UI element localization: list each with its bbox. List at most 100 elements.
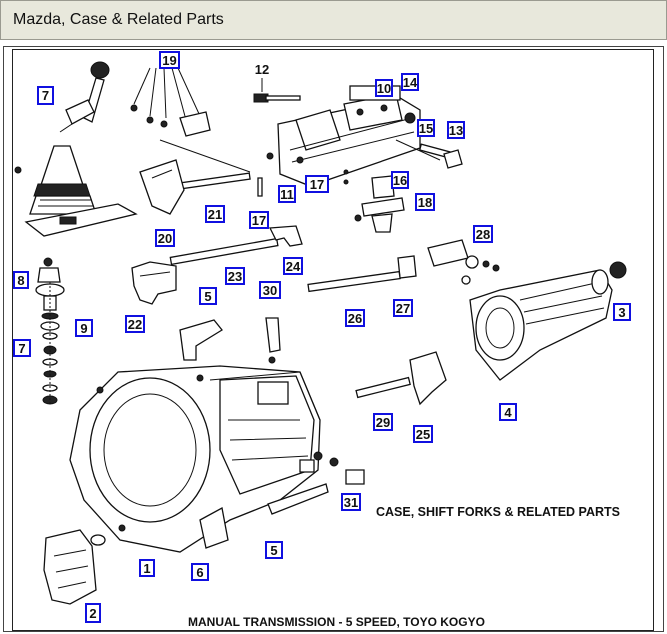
callout-17-top: 17 — [305, 175, 329, 193]
svg-text:28: 28 — [476, 227, 490, 242]
callout-19: 19 — [159, 51, 180, 69]
svg-text:13: 13 — [449, 123, 463, 138]
callout-8: 8 — [13, 271, 29, 289]
callout-18: 18 — [415, 193, 435, 211]
callout-22: 22 — [125, 315, 145, 333]
shift-lever-part — [59, 61, 110, 133]
svg-text:9: 9 — [80, 321, 87, 336]
callout-7-top: 7 — [37, 86, 54, 105]
callout-14: 14 — [401, 73, 419, 91]
shift-bracket-part — [139, 159, 185, 215]
callout-12: 12 — [255, 62, 269, 77]
svg-text:8: 8 — [17, 273, 24, 288]
svg-text:5: 5 — [204, 289, 211, 304]
diagram-inner-border — [12, 49, 654, 631]
callout-2: 2 — [85, 603, 101, 623]
svg-text:11: 11 — [280, 187, 294, 202]
shift-rod-26-part — [307, 270, 401, 293]
window-header: Mazda, Case & Related Parts — [0, 0, 667, 40]
svg-text:26: 26 — [348, 311, 362, 326]
control-pins-part — [130, 67, 251, 173]
svg-text:20: 20 — [158, 231, 172, 246]
callout-24: 24 — [283, 257, 303, 275]
svg-text:17: 17 — [252, 213, 266, 228]
cover-2-part — [43, 529, 106, 605]
page-title: Mazda, Case & Related Parts — [13, 11, 224, 28]
shift-fork-25-part — [409, 351, 447, 406]
svg-text:24: 24 — [286, 259, 301, 274]
callout-4: 4 — [499, 403, 517, 421]
diagram-caption: CASE, SHIFT FORKS & RELATED PARTS — [376, 505, 620, 519]
callout-25: 25 — [413, 425, 433, 443]
shift-fork-24-part — [268, 225, 303, 247]
svg-text:29: 29 — [376, 415, 390, 430]
svg-text:30: 30 — [263, 283, 277, 298]
callout-16: 16 — [391, 171, 409, 189]
plate-5-lower-part — [267, 483, 329, 515]
callout-5-upper: 5 — [199, 287, 217, 305]
callout-27: 27 — [393, 299, 413, 317]
svg-text:15: 15 — [419, 121, 433, 136]
svg-text:18: 18 — [418, 195, 432, 210]
callout-23: 23 — [225, 267, 245, 285]
svg-text:4: 4 — [504, 405, 512, 420]
svg-text:19: 19 — [162, 53, 176, 68]
callout-9: 9 — [75, 319, 93, 337]
cover-6-part — [199, 507, 229, 549]
svg-text:12: 12 — [255, 62, 269, 77]
svg-text:16: 16 — [393, 173, 407, 188]
svg-text:14: 14 — [403, 75, 418, 90]
shift-lever-30-part — [265, 317, 281, 364]
callout-26: 26 — [345, 309, 365, 327]
callout-21: 21 — [205, 205, 225, 223]
callout-10: 10 — [375, 79, 393, 97]
lever-5-upper-part — [179, 319, 223, 361]
callout-17-mid: 17 — [249, 211, 269, 229]
bolt-12-part — [253, 78, 301, 103]
callout-29: 29 — [373, 413, 393, 431]
switch-assembly-part — [354, 175, 405, 233]
spring-pins-right — [257, 112, 463, 197]
callout-7-lower: 7 — [13, 339, 31, 357]
bolts-31-part — [299, 451, 365, 485]
callout-15: 15 — [417, 119, 435, 137]
callout-5-lower: 5 — [265, 541, 283, 559]
shift-lever-lower-stack — [35, 257, 65, 405]
gear-27-part — [397, 255, 417, 279]
transmission-case-part — [69, 365, 321, 553]
svg-text:23: 23 — [228, 269, 242, 284]
shift-fork-22-part — [131, 261, 177, 305]
callout-30: 30 — [259, 281, 281, 299]
svg-text:2: 2 — [89, 606, 96, 621]
svg-text:21: 21 — [208, 207, 222, 222]
callout-3: 3 — [613, 303, 631, 321]
svg-text:22: 22 — [128, 317, 142, 332]
shift-rod-23-part — [169, 237, 279, 266]
callout-6: 6 — [191, 563, 209, 581]
svg-text:7: 7 — [18, 341, 25, 356]
callout-13: 13 — [447, 121, 465, 139]
svg-text:6: 6 — [196, 565, 203, 580]
callout-1: 1 — [139, 559, 155, 577]
svg-text:10: 10 — [377, 81, 391, 96]
svg-text:17: 17 — [310, 177, 324, 192]
control-rod-part — [179, 172, 251, 190]
svg-text:31: 31 — [344, 495, 358, 510]
callout-31: 31 — [341, 493, 361, 511]
svg-text:27: 27 — [396, 301, 410, 316]
diagram-subcaption: MANUAL TRANSMISSION - 5 SPEED, TOYO KOGY… — [188, 615, 485, 629]
svg-text:5: 5 — [270, 543, 277, 558]
rod-29-part — [355, 376, 411, 399]
control-housing-part — [277, 85, 421, 187]
shift-boot-part — [14, 145, 97, 215]
svg-text:3: 3 — [618, 305, 625, 320]
synchro-parts-28 — [427, 239, 500, 285]
extension-housing-part — [469, 261, 627, 381]
svg-text:1: 1 — [143, 561, 150, 576]
svg-text:7: 7 — [42, 88, 49, 103]
base-plate-part — [24, 203, 138, 237]
svg-text:25: 25 — [416, 427, 430, 442]
callout-28: 28 — [473, 225, 493, 243]
callout-20: 20 — [155, 229, 175, 247]
